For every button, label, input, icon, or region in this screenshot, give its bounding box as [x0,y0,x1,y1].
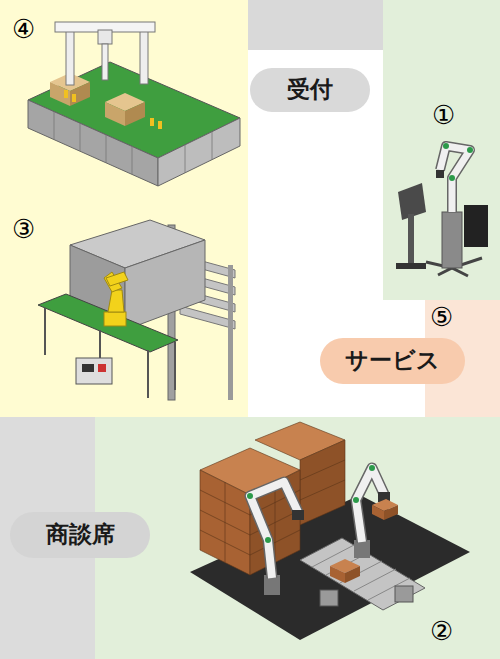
green-zone [95,417,500,659]
pill-text: 受付 [287,77,333,102]
callout-number-text: ⑤ [430,302,453,332]
reception-pill: 受付 [250,68,370,112]
callout-number: ⑤ [430,304,453,330]
pill-text: サービス [345,348,440,373]
yellow-zone [0,0,248,417]
pill-text: 商談席 [46,522,115,547]
cobot-station [396,143,488,276]
callout-number-text: ② [430,616,453,646]
gray-entrance [248,0,383,50]
callout-number: ③ [12,216,35,242]
callout-number-text: ④ [12,14,35,44]
green-zone [383,0,500,300]
service-pill: サービス [320,338,465,384]
callout-number: ① [432,102,455,128]
callout-number-text: ① [432,100,455,130]
callout-number-text: ③ [12,214,35,244]
callout-number: ④ [12,16,35,42]
meeting-pill: 商談席 [10,512,150,558]
gantry-cell [28,22,240,186]
callout-number: ② [430,618,453,644]
robot-cell [38,220,235,400]
palletizing-cell [190,422,470,640]
